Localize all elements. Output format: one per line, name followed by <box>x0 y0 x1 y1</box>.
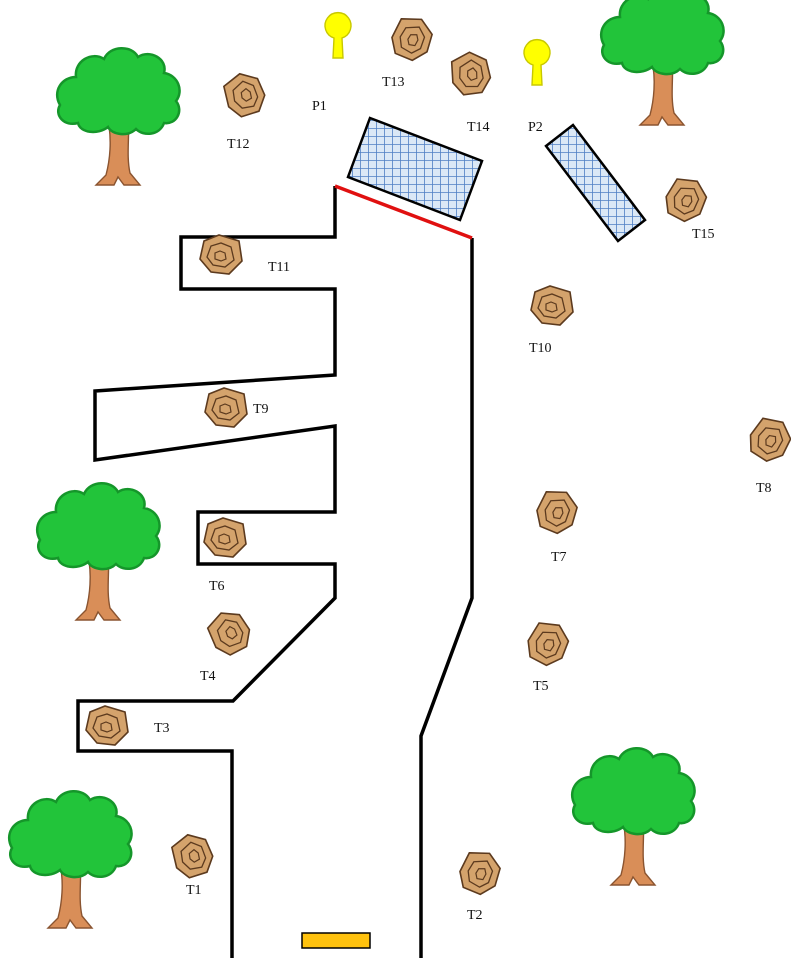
stump-label-t3: T3 <box>154 721 170 736</box>
stump-icon <box>205 388 247 427</box>
net-right <box>546 125 645 241</box>
tree-icon <box>9 791 131 928</box>
stump-label-t13: T13 <box>382 75 405 90</box>
stump-icon <box>661 175 710 226</box>
start-pad <box>302 933 370 948</box>
tree-icon <box>37 483 159 620</box>
stump-icon <box>445 48 496 101</box>
stump-label-t12: T12 <box>227 137 250 152</box>
stump-icon <box>531 286 573 325</box>
stump-label-t7: T7 <box>551 550 567 565</box>
stump-label-t8: T8 <box>756 481 772 496</box>
stump-label-t15: T15 <box>692 227 715 242</box>
stump-label-t1: T1 <box>186 883 202 898</box>
keyhole-marker-icon <box>325 13 351 58</box>
stump-icon <box>534 488 580 536</box>
stump-label-t2: T2 <box>467 908 483 923</box>
marker-label-p1: P1 <box>312 99 327 114</box>
stump-icon <box>200 235 242 274</box>
stump-icon <box>201 605 258 662</box>
stump-label-t14: T14 <box>467 120 490 135</box>
stump-icon <box>457 849 503 897</box>
stump-label-t11: T11 <box>268 260 290 275</box>
right-wall <box>421 238 472 958</box>
stump-label-t4: T4 <box>200 669 216 684</box>
stump-icon <box>389 15 435 63</box>
stump-icon <box>165 828 220 884</box>
keyhole-marker-icon <box>524 40 550 85</box>
stump-icon <box>744 413 791 466</box>
tree-icon <box>572 748 694 885</box>
net-left <box>348 118 482 220</box>
stump-label-t9: T9 <box>253 402 269 417</box>
tree-icon <box>601 0 723 125</box>
stump-label-t6: T6 <box>209 579 225 594</box>
stump-icon <box>204 518 246 557</box>
marker-label-p2: P2 <box>528 120 543 135</box>
stump-icon <box>523 619 572 670</box>
stump-label-t5: T5 <box>533 679 549 694</box>
tree-icon <box>57 48 179 185</box>
stump-icon <box>217 67 272 123</box>
stump-icon <box>86 706 128 745</box>
stump-label-t10: T10 <box>529 341 552 356</box>
